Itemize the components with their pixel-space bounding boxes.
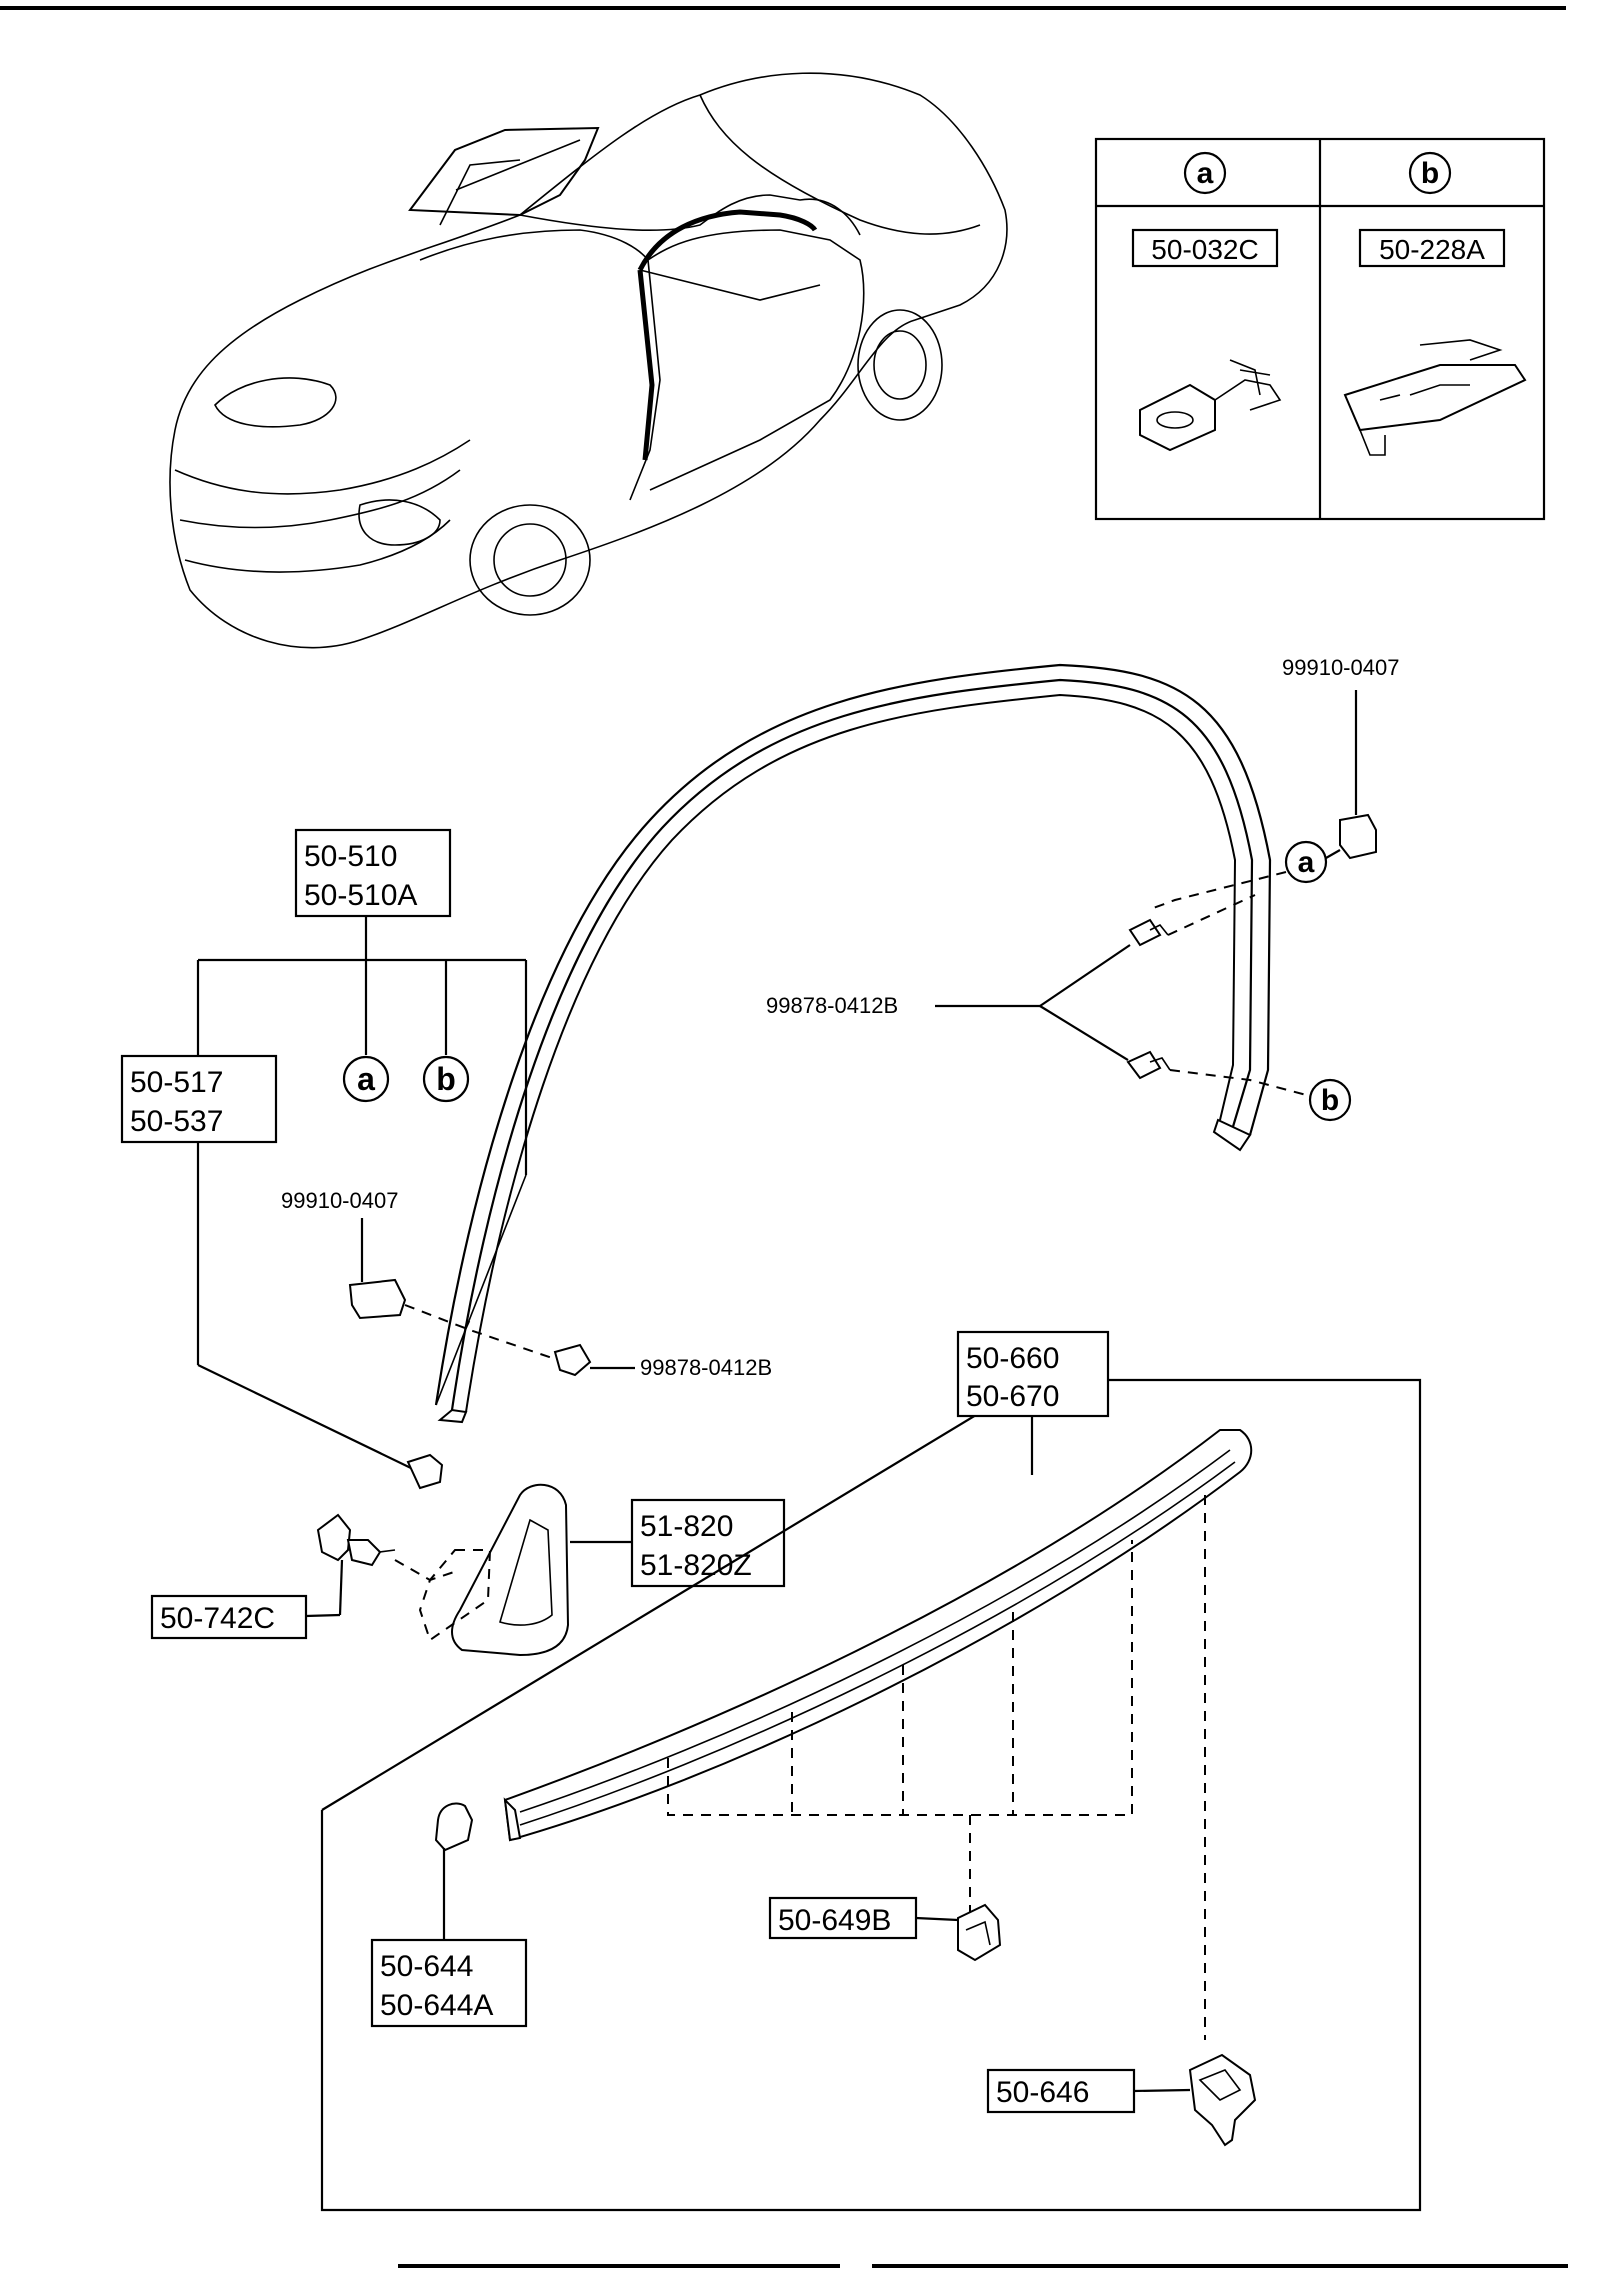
callout-99878-0412B-left: 99878-0412B: [640, 1355, 772, 1380]
clip-b-drawing: [1343, 339, 1527, 456]
callout-99910-0407-right: 99910-0407: [1282, 655, 1399, 680]
legend-key-b: b: [1408, 151, 1452, 195]
legend-key-a: a: [1183, 151, 1227, 195]
clip-a-drawing: [1139, 359, 1282, 452]
belt-molding-section: 50-660 50-670: [320, 1330, 1422, 2212]
belt-clip-dashes: [667, 1495, 1206, 2040]
callout-99878-0412B-right: 99878-0412B: [766, 944, 1131, 1061]
screw-upper: [1128, 918, 1169, 947]
end-piece-left: [406, 1453, 444, 1490]
clip-top-right: 99910-0407: [1282, 655, 1399, 860]
ref-a-left: a: [342, 1055, 390, 1103]
legend-table: a b 50-032C 50-228A: [1094, 137, 1546, 521]
svg-text:50-510: 50-510: [304, 840, 397, 873]
legend-b-part: 50-228A: [1379, 234, 1485, 265]
svg-text:99878-0412B: 99878-0412B: [766, 993, 898, 1018]
legend-a-part: 50-032C: [1151, 234, 1258, 265]
clip-left: 99910-0407: [281, 1188, 559, 1361]
clip-646: 50-646: [986, 2053, 1257, 2147]
svg-text:50-537: 50-537: [130, 1105, 223, 1138]
end-cap-644: 50-644 50-644A: [370, 1802, 528, 2028]
ref-b-left: b: [422, 1055, 470, 1103]
callout-99910-0407-left: 99910-0407: [281, 1188, 398, 1213]
svg-text:50-646: 50-646: [996, 2076, 1089, 2109]
window-frame-molding: [434, 663, 1272, 1424]
svg-text:a: a: [1298, 846, 1315, 879]
callout-bracket: [196, 958, 528, 1406]
svg-text:50-742C: 50-742C: [160, 1602, 275, 1635]
svg-text:50-517: 50-517: [130, 1066, 223, 1099]
svg-text:b: b: [1421, 157, 1439, 190]
svg-text:50-644: 50-644: [380, 1950, 473, 1983]
corner-garnish: 51-820 51-820Z: [418, 1483, 786, 1657]
svg-text:50-670: 50-670: [966, 1380, 1059, 1413]
fastener-742C: 50-742C: [150, 1513, 461, 1640]
svg-text:b: b: [1321, 1084, 1339, 1117]
belt-molding: [503, 1429, 1253, 1842]
svg-text:50-510A: 50-510A: [304, 879, 417, 912]
svg-text:50-644A: 50-644A: [380, 1989, 493, 2022]
svg-text:51-820Z: 51-820Z: [640, 1549, 752, 1582]
ref-a-right: a: [1284, 840, 1341, 884]
svg-text:50-649B: 50-649B: [778, 1904, 891, 1937]
screw-left: 99878-0412B: [553, 1343, 772, 1380]
screw-lower: [1126, 1050, 1171, 1080]
callout-50-517: 50-517 50-537: [120, 1054, 416, 1471]
ref-b-right: b: [1308, 1078, 1352, 1122]
svg-text:a: a: [357, 1061, 375, 1097]
svg-text:a: a: [1197, 157, 1214, 190]
svg-text:51-820: 51-820: [640, 1510, 733, 1543]
car-illustration: [169, 72, 1008, 649]
svg-text:b: b: [436, 1061, 456, 1097]
callout-50-510: 50-510 50-510A: [294, 828, 452, 960]
clip-649B: 50-649B: [768, 1896, 1002, 1962]
svg-text:50-660: 50-660: [966, 1342, 1059, 1375]
